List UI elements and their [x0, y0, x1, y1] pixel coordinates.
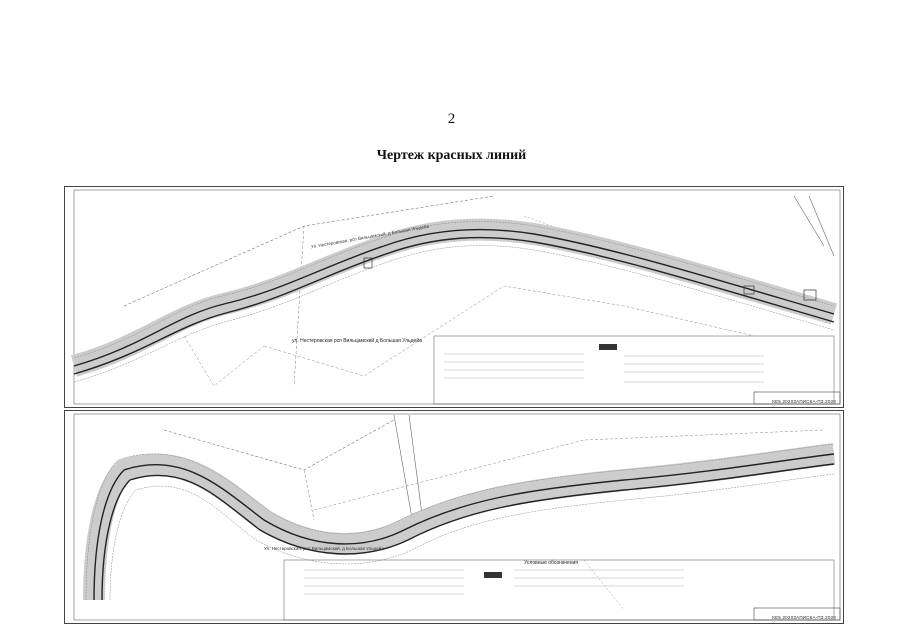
page-title: Чертеж красных линий: [376, 148, 527, 163]
sheet-code-1: КЕ5.2020ЗАПИСКА-ПЗ.2020: [772, 399, 836, 404]
sheet-code-2: КЕ5.2020ЗАПИСКА-ПЗ.2020: [772, 615, 836, 620]
drawing-sheet-1: Ул. Нестеровская, рсп Вильцамский, д Бол…: [64, 186, 844, 408]
road-plan-drawing-2: [64, 410, 844, 624]
legend-heading-2: Условные обозначения: [524, 560, 579, 566]
street-label-2: Ул. Нестеровская, рсп Вильцамский, д Бол…: [264, 546, 384, 551]
drawing-sheet-2: Ул. Нестеровская, рсп Вильцамский, д Бол…: [64, 410, 844, 624]
page-number: 2: [447, 111, 456, 127]
road-plan-drawing-1: [64, 186, 844, 408]
legend-heading-1: ул. Нестеровская рсп Вильцамский д Больш…: [292, 338, 422, 344]
